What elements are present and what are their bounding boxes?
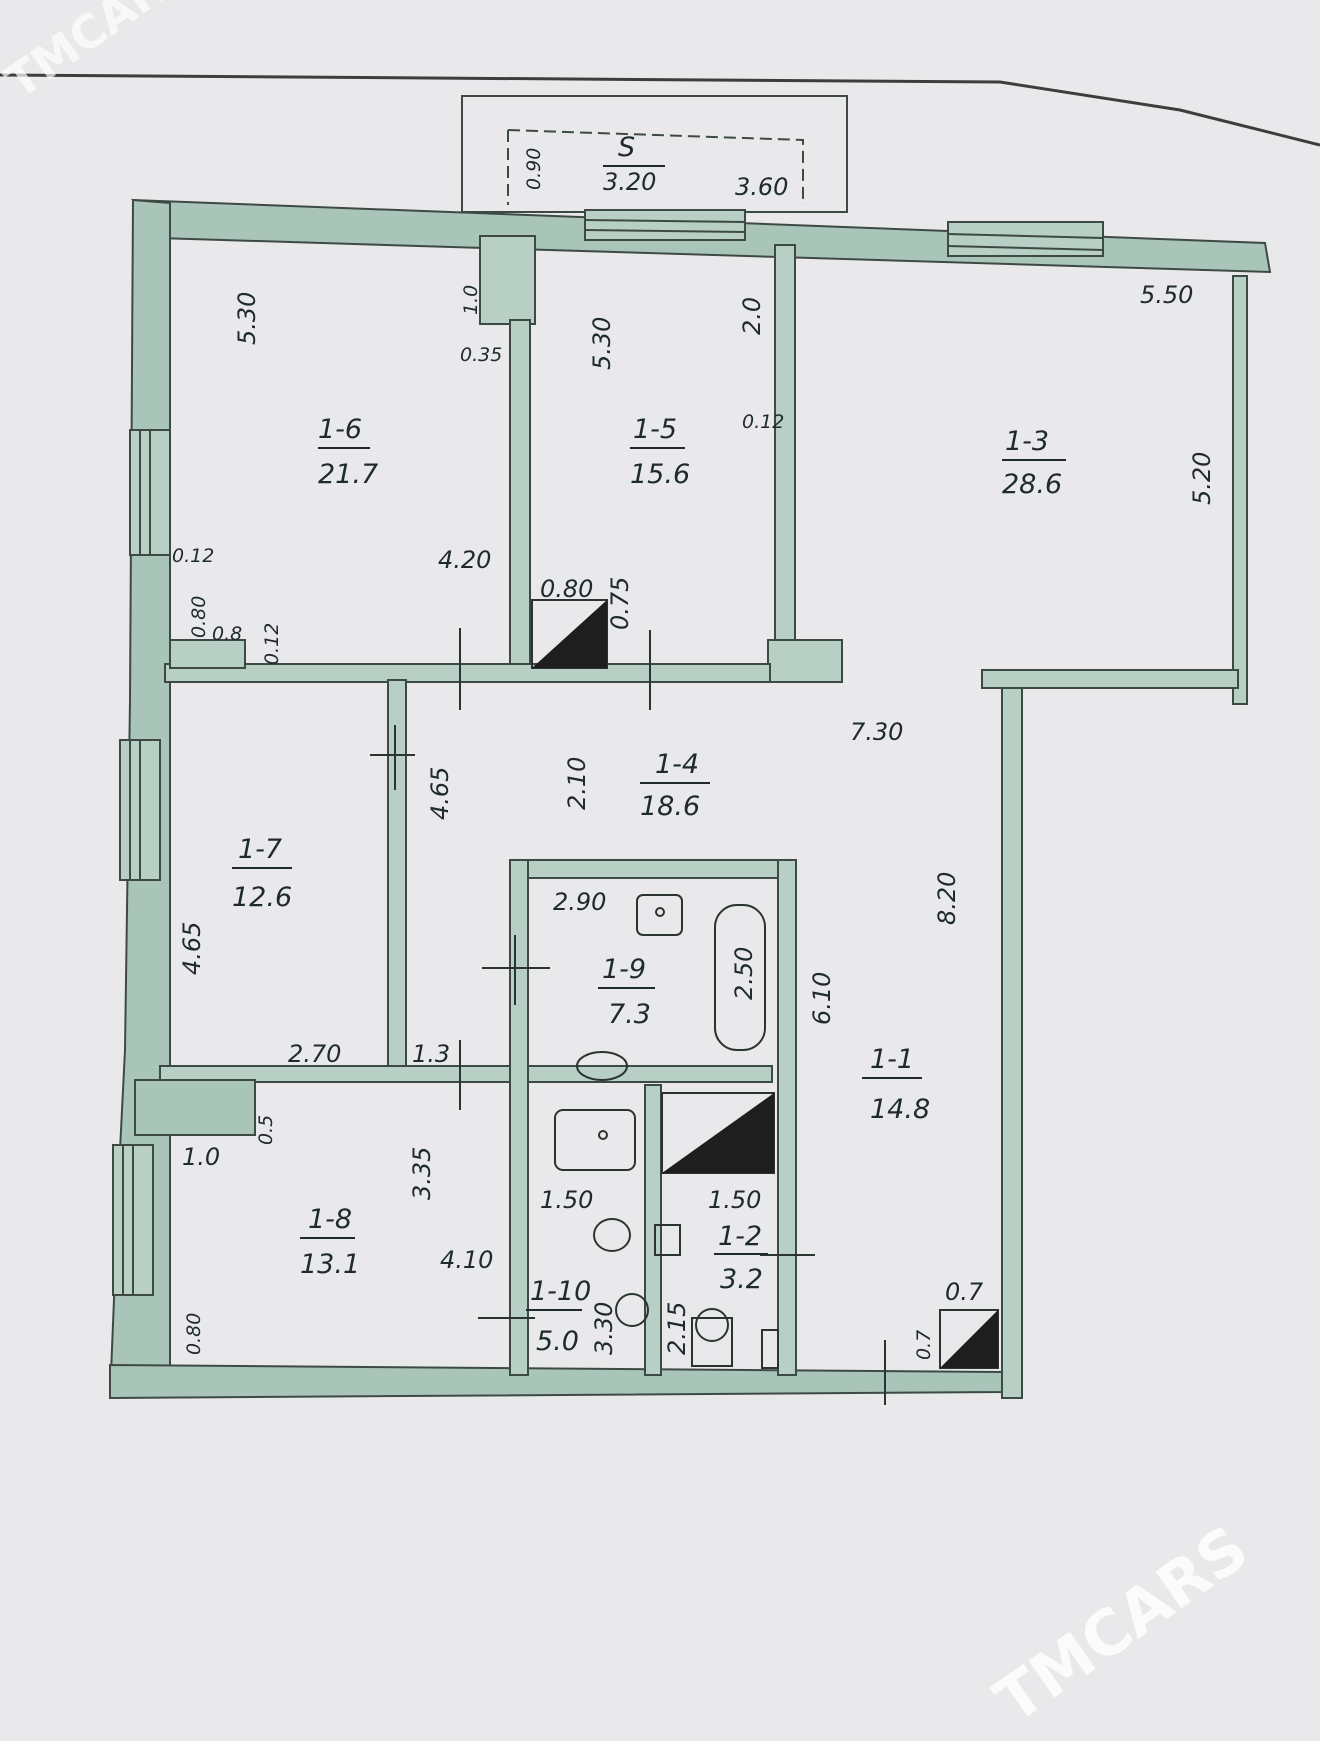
dim-corner-08: 0.8 — [212, 623, 242, 645]
dim-1-3-width: 5.50 — [1140, 281, 1193, 309]
room-1-10-area: 5.0 — [536, 1326, 579, 1357]
dim-top-360: 3.60 — [735, 173, 788, 201]
watermark-bottom-right: TMCARS — [982, 1511, 1261, 1737]
paper-edge-line — [0, 73, 1320, 147]
dim-1-5-height: 5.30 — [588, 317, 616, 370]
dim-shaft-top: 0.7 — [945, 1278, 984, 1306]
balcony-label: S — [618, 132, 635, 163]
dim-1-9-height: 6.10 — [808, 972, 836, 1025]
room-1-10-id: 1-10 — [530, 1276, 591, 1307]
dim-door-075: 0.75 — [606, 577, 634, 630]
dim-1-8-corridor: 3.35 — [408, 1147, 436, 1200]
balcony-labels: S 3.20 0.90 — [523, 132, 665, 196]
room-1-6-id: 1-6 — [318, 414, 362, 445]
dim-1-4-width: 7.30 — [850, 718, 903, 746]
dim-corner-080: 0.80 — [188, 596, 210, 638]
dim-1-7-height: 4.65 — [178, 922, 206, 975]
room-1-6-area: 21.7 — [318, 459, 378, 490]
dim-1-6-width: 4.20 — [438, 546, 491, 574]
room-1-5-area: 15.6 — [630, 459, 690, 490]
dim-1-8-width: 4.10 — [440, 1246, 493, 1274]
room-1-4-id: 1-4 — [655, 749, 699, 780]
dim-1-8-window: 0.80 — [183, 1313, 205, 1355]
dim-pillar-2: 2.0 — [738, 297, 766, 335]
dim-pillar-1: 1.0 — [460, 285, 482, 315]
dim-1-7-width: 2.70 — [288, 1040, 341, 1068]
walls — [108, 198, 1272, 1400]
balcony-depth: 0.90 — [523, 148, 545, 190]
room-1-2-id: 1-2 — [718, 1221, 762, 1252]
room-1-5-id: 1-5 — [633, 414, 677, 445]
balcony-area: 3.20 — [603, 168, 656, 196]
room-1-8-area: 13.1 — [300, 1249, 360, 1280]
dim-1-2-width: 1.50 — [708, 1186, 761, 1214]
dim-1-1-height: 8.20 — [933, 872, 961, 925]
dim-1-3-height: 5.20 — [1188, 452, 1216, 505]
room-1-7-id: 1-7 — [238, 834, 282, 865]
dim-1-2-height: 2.15 — [663, 1302, 691, 1355]
room-1-9-id: 1-9 — [602, 954, 646, 985]
room-labels: 1-6 21.7 1-5 15.6 1-3 28.6 1-4 18.6 1-7 … — [232, 414, 1066, 1357]
dim-corner-012-a: 0.12 — [172, 545, 214, 567]
dim-door-080: 0.80 — [540, 575, 593, 603]
dim-1-9-width: 2.90 — [553, 888, 606, 916]
room-1-1-id: 1-1 — [870, 1044, 914, 1075]
dim-1-8-top: 1.0 — [182, 1143, 220, 1171]
shafts — [531, 599, 999, 1369]
dim-bath-length: 2.50 — [730, 947, 758, 1000]
room-1-3-id: 1-3 — [1005, 426, 1049, 457]
dim-wall-05: 0.5 — [255, 1115, 277, 1145]
dim-1-10-width: 1.50 — [540, 1186, 593, 1214]
dim-pillar-012: 0.12 — [742, 411, 784, 433]
door-marks — [370, 628, 886, 1405]
dim-corridor-13: 1.3 — [412, 1040, 450, 1068]
watermark-top-left: TMCARS — [0, 0, 202, 109]
dim-1-6-height: 5.30 — [233, 292, 261, 345]
dim-corner-012-b: 0.12 — [261, 623, 283, 665]
dim-1-10-height: 3.30 — [590, 1302, 618, 1355]
room-1-9-area: 7.3 — [608, 999, 651, 1030]
room-1-2-area: 3.2 — [720, 1264, 763, 1295]
dim-1-4-left: 4.65 — [426, 767, 454, 820]
dim-pillar-035: 0.35 — [460, 344, 502, 366]
room-1-4-area: 18.6 — [640, 791, 700, 822]
dim-shaft-side: 0.7 — [913, 1330, 935, 1360]
room-1-1-area: 14.8 — [870, 1094, 930, 1125]
dimension-labels: 5.30 1.0 0.35 5.30 2.0 0.12 3.60 5.50 5.… — [172, 173, 1216, 1360]
room-1-3-area: 28.6 — [1002, 469, 1062, 500]
room-1-7-area: 12.6 — [232, 882, 292, 913]
room-1-8-id: 1-8 — [308, 1204, 352, 1235]
dim-1-4-height: 2.10 — [563, 757, 591, 810]
fixtures — [554, 894, 779, 1369]
